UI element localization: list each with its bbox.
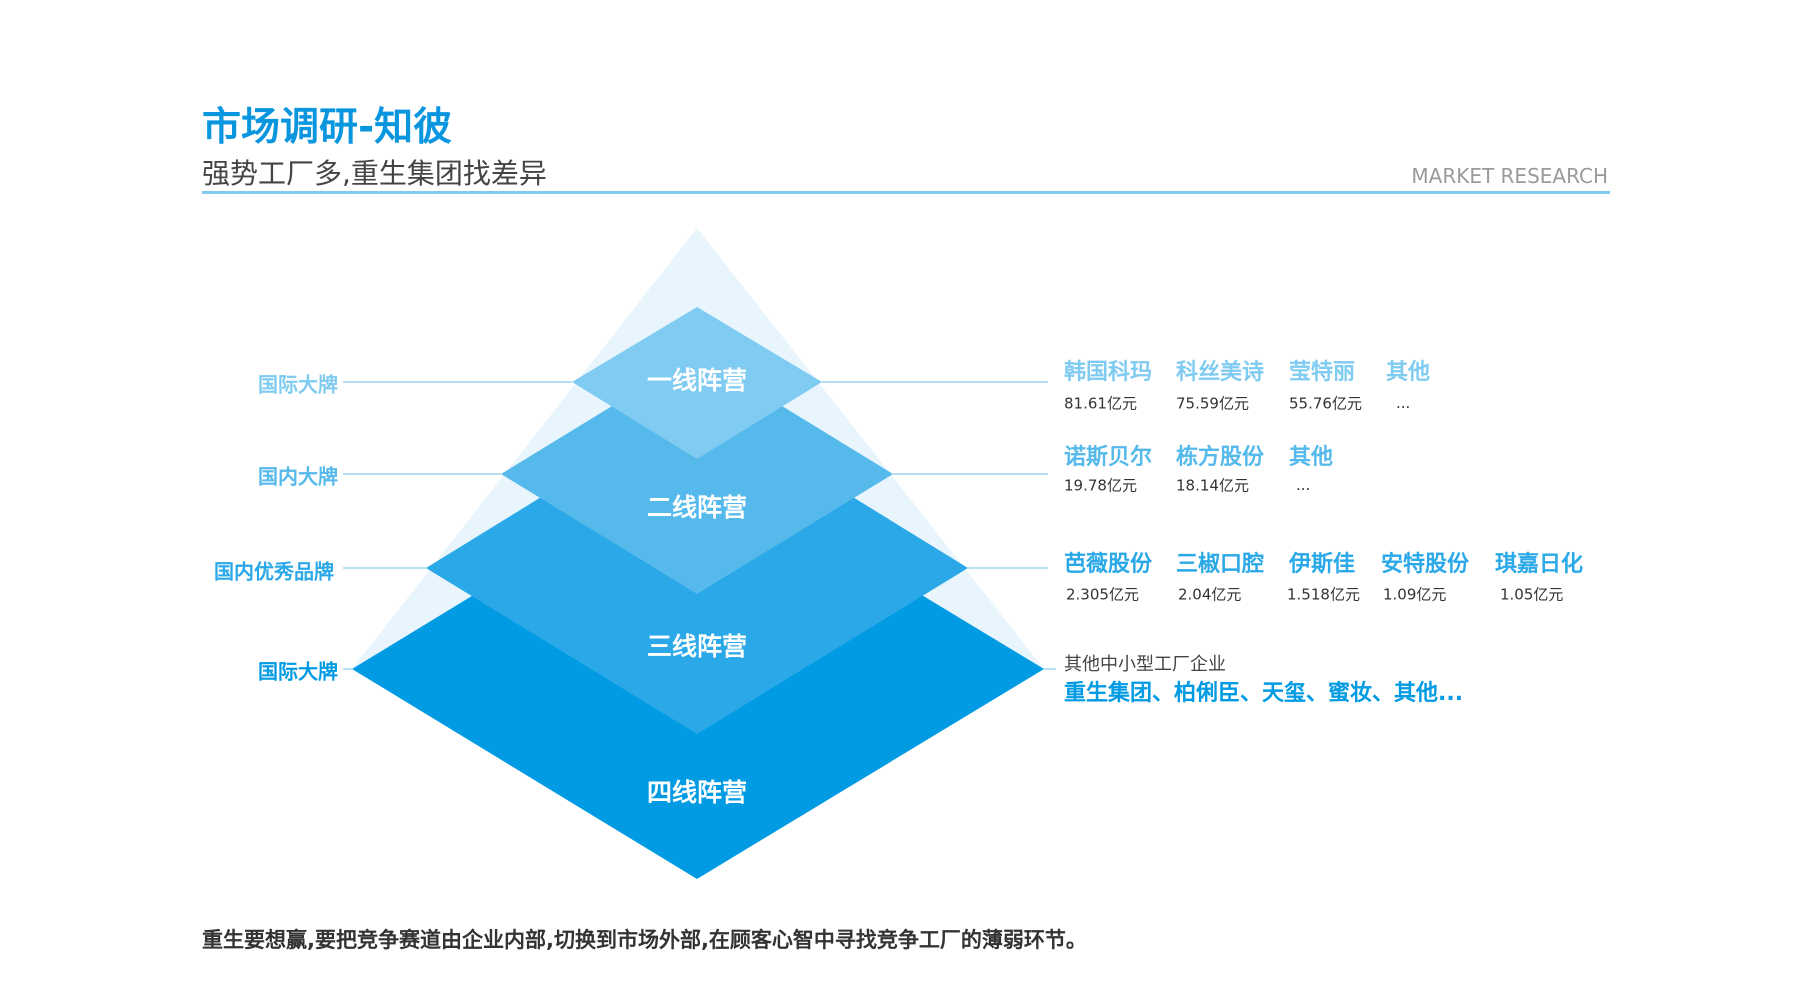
tier3-label: 三线阵营 bbox=[647, 632, 747, 661]
category-label: 国内优秀品牌 bbox=[214, 559, 334, 584]
header-divider bbox=[202, 191, 1610, 194]
company-name: 莹特丽 bbox=[1289, 360, 1356, 385]
company-name: 安特股份 bbox=[1381, 552, 1470, 577]
company-revenue: 1.05亿元 bbox=[1500, 585, 1564, 604]
company-name: 栋方股份 bbox=[1176, 445, 1265, 470]
company-revenue: 19.78亿元 bbox=[1064, 476, 1137, 495]
company-name: 琪嘉日化 bbox=[1495, 552, 1584, 577]
company-revenue: 55.76亿元 bbox=[1289, 394, 1362, 413]
page-subtitle: 强势工厂多,重生集团找差异 bbox=[202, 157, 547, 190]
footer-note: 重生要想赢,要把竞争赛道由企业内部,切换到市场外部,在顾客心智中寻找竞争工厂的薄… bbox=[202, 928, 1087, 952]
company-name: 芭薇股份 bbox=[1064, 552, 1153, 577]
company-revenue: 2.04亿元 bbox=[1178, 585, 1242, 604]
company-name: 诺斯贝尔 bbox=[1064, 445, 1153, 470]
tier2-diamond bbox=[501, 354, 893, 594]
company-revenue: 1.09亿元 bbox=[1383, 585, 1447, 604]
tier2-label: 二线阵营 bbox=[647, 493, 747, 522]
company-revenue: 1.518亿元 bbox=[1287, 585, 1360, 604]
category-label: 国内大牌 bbox=[258, 464, 338, 489]
company-name: 其他 bbox=[1386, 360, 1431, 385]
category-label: 国际大牌 bbox=[258, 659, 338, 684]
page-title: 市场调研-知彼 bbox=[202, 105, 453, 150]
small-factories-caption: 其他中小型工厂企业 bbox=[1064, 654, 1226, 675]
company-name: 三椒口腔 bbox=[1176, 552, 1265, 577]
company-revenue: 2.305亿元 bbox=[1066, 585, 1139, 604]
tier1-label: 一线阵营 bbox=[647, 366, 747, 395]
company-name: 科丝美诗 bbox=[1176, 360, 1265, 385]
company-name: 韩国科玛 bbox=[1064, 360, 1153, 385]
company-revenue: 75.59亿元 bbox=[1176, 394, 1249, 413]
tier4-label: 四线阵营 bbox=[647, 778, 747, 807]
company-revenue: ... bbox=[1296, 476, 1311, 494]
company-revenue: 18.14亿元 bbox=[1176, 476, 1249, 495]
small-factories-list: 重生集团、柏俐臣、天玺、蜜妆、其他... bbox=[1064, 681, 1464, 706]
company-name: 伊斯佳 bbox=[1289, 552, 1356, 577]
company-revenue: 81.61亿元 bbox=[1064, 394, 1137, 413]
company-revenue: ... bbox=[1396, 394, 1411, 412]
category-label: 国际大牌 bbox=[258, 372, 338, 397]
tier1-diamond bbox=[572, 307, 822, 459]
company-name: 其他 bbox=[1289, 445, 1334, 470]
english-caption: MARKET RESEARCH bbox=[1411, 164, 1608, 188]
